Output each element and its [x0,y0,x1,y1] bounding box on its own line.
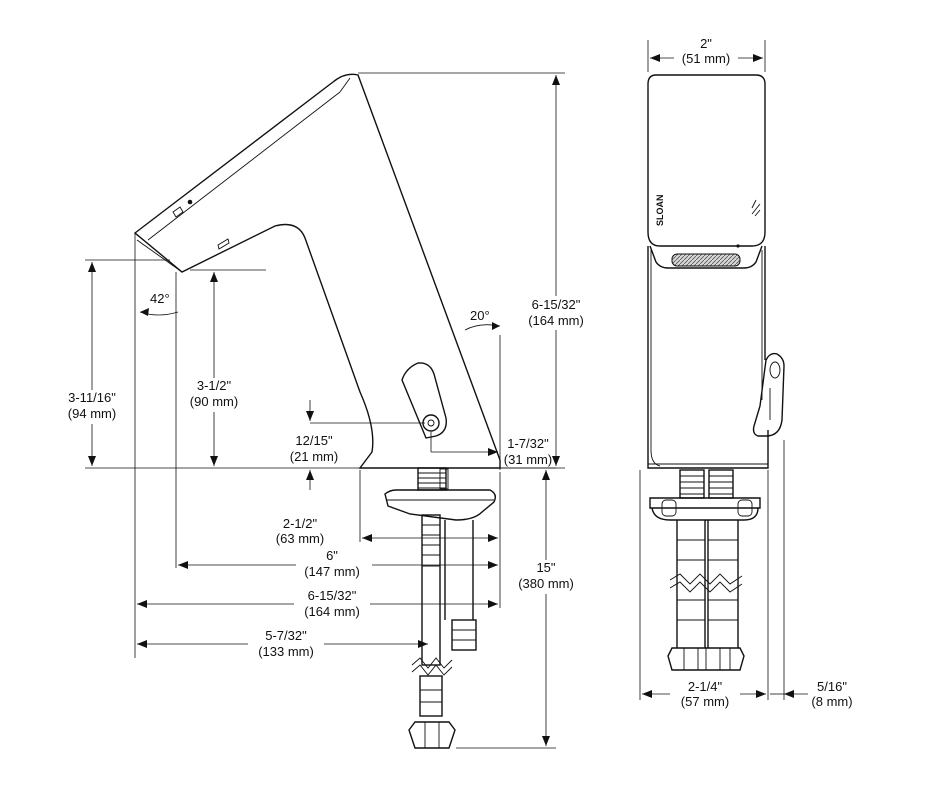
aerator-height-mm: (90 mm) [190,394,238,409]
overall-height-in: 6-15/32" [532,297,581,312]
handle-projection-mm: (8 mm) [811,694,852,709]
overall-height-mm: (164 mm) [528,313,584,328]
spout-angle-label: 20° [470,308,490,323]
overall-depth-in: 6-15/32" [308,588,357,603]
faucet-head-front [647,74,766,247]
hex-nut-front [667,647,745,671]
spout-clearance-in: 3-11/16" [68,390,116,405]
side-view: 6-15/32" (164 mm) 20° 42° 3-11/16" (94 m… [52,72,590,749]
handle-height-in: 12/15" [295,433,333,448]
lever-handle[interactable] [401,362,447,439]
width-top-mm: (51 mm) [682,51,730,66]
overall-depth-mm: (164 mm) [304,604,360,619]
supply-offset-mm: (133 mm) [258,644,314,659]
base-depth-mm: (63 mm) [276,531,324,546]
width-base-mm: (57 mm) [681,694,729,709]
handle-projection-in: 5/16" [817,679,847,694]
aerator-reach-mm: (147 mm) [304,564,360,579]
base-offset-in: 1-7/32" [507,436,549,451]
supply-offset-in: 5-7/32" [265,628,307,643]
spout-clearance-mm: (94 mm) [68,406,116,421]
handle-height-mm: (21 mm) [290,449,338,464]
width-base-in: 2-1/4" [688,679,723,694]
handle-pivot-icon [422,414,440,432]
width-top-in: 2" [700,36,712,51]
base-offset-mm: (31 mm) [504,452,552,467]
supply-length-in: 15" [536,560,555,575]
sensor-eye-icon [187,199,193,205]
aerator-height-in: 3-1/2" [197,378,232,393]
aerator-reach-in: 6" [326,548,338,563]
base-depth-in: 2-1/2" [283,516,318,531]
supply-length-mm: (380 mm) [518,576,574,591]
hex-nut-side [408,721,456,749]
front-view: SLOAN 2" (51 mm [639,34,853,712]
faucet-body-side [133,73,501,469]
brand-mark: SLOAN [655,195,665,227]
sensor-window [671,253,741,267]
lever-handle-front[interactable] [752,352,785,437]
sensor-angle-label: 42° [150,291,170,306]
